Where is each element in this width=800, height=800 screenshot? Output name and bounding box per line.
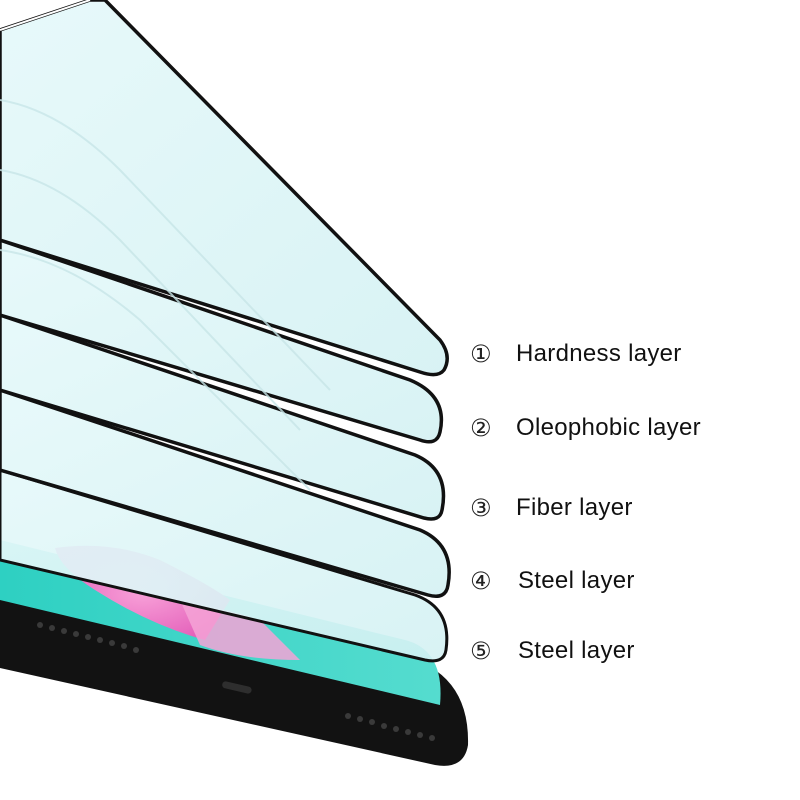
glass-layer-3 — [0, 313, 446, 521]
glass-reflections — [0, 99, 331, 491]
glass-layer-5 — [0, 468, 449, 663]
layer-text-2: Oleophobic layer — [516, 414, 701, 441]
glass-layer-4 — [0, 388, 451, 598]
layer-text-4: Steel layer — [518, 567, 635, 594]
layer-number-5: ⑤ — [470, 637, 492, 665]
layer-number-2: ② — [470, 414, 492, 442]
speaker-grille-left — [37, 622, 139, 653]
glass-layer-2 — [0, 238, 444, 444]
layer-label-fiber: ③ Fiber layer — [470, 490, 633, 526]
layer-label-steel-1: ④ Steel layer — [470, 563, 635, 599]
layer-text-3: Fiber layer — [516, 494, 633, 521]
layer-number-1: ① — [470, 340, 492, 368]
layer-label-oleophobic: ② Oleophobic layer — [470, 410, 701, 446]
layer-label-steel-2: ⑤ Steel layer — [470, 633, 635, 669]
layer-text-1: Hardness layer — [516, 340, 682, 367]
layer-number-3: ③ — [470, 494, 492, 522]
layer-text-5: Steel layer — [518, 637, 635, 664]
charging-port — [222, 681, 252, 694]
glass-layer-1 — [0, 0, 449, 377]
screen-wallpaper-pink-2 — [180, 600, 300, 660]
layer-number-4: ④ — [470, 567, 492, 595]
layer-label-hardness: ① Hardness layer — [470, 336, 682, 372]
speaker-grille-right — [345, 713, 435, 741]
